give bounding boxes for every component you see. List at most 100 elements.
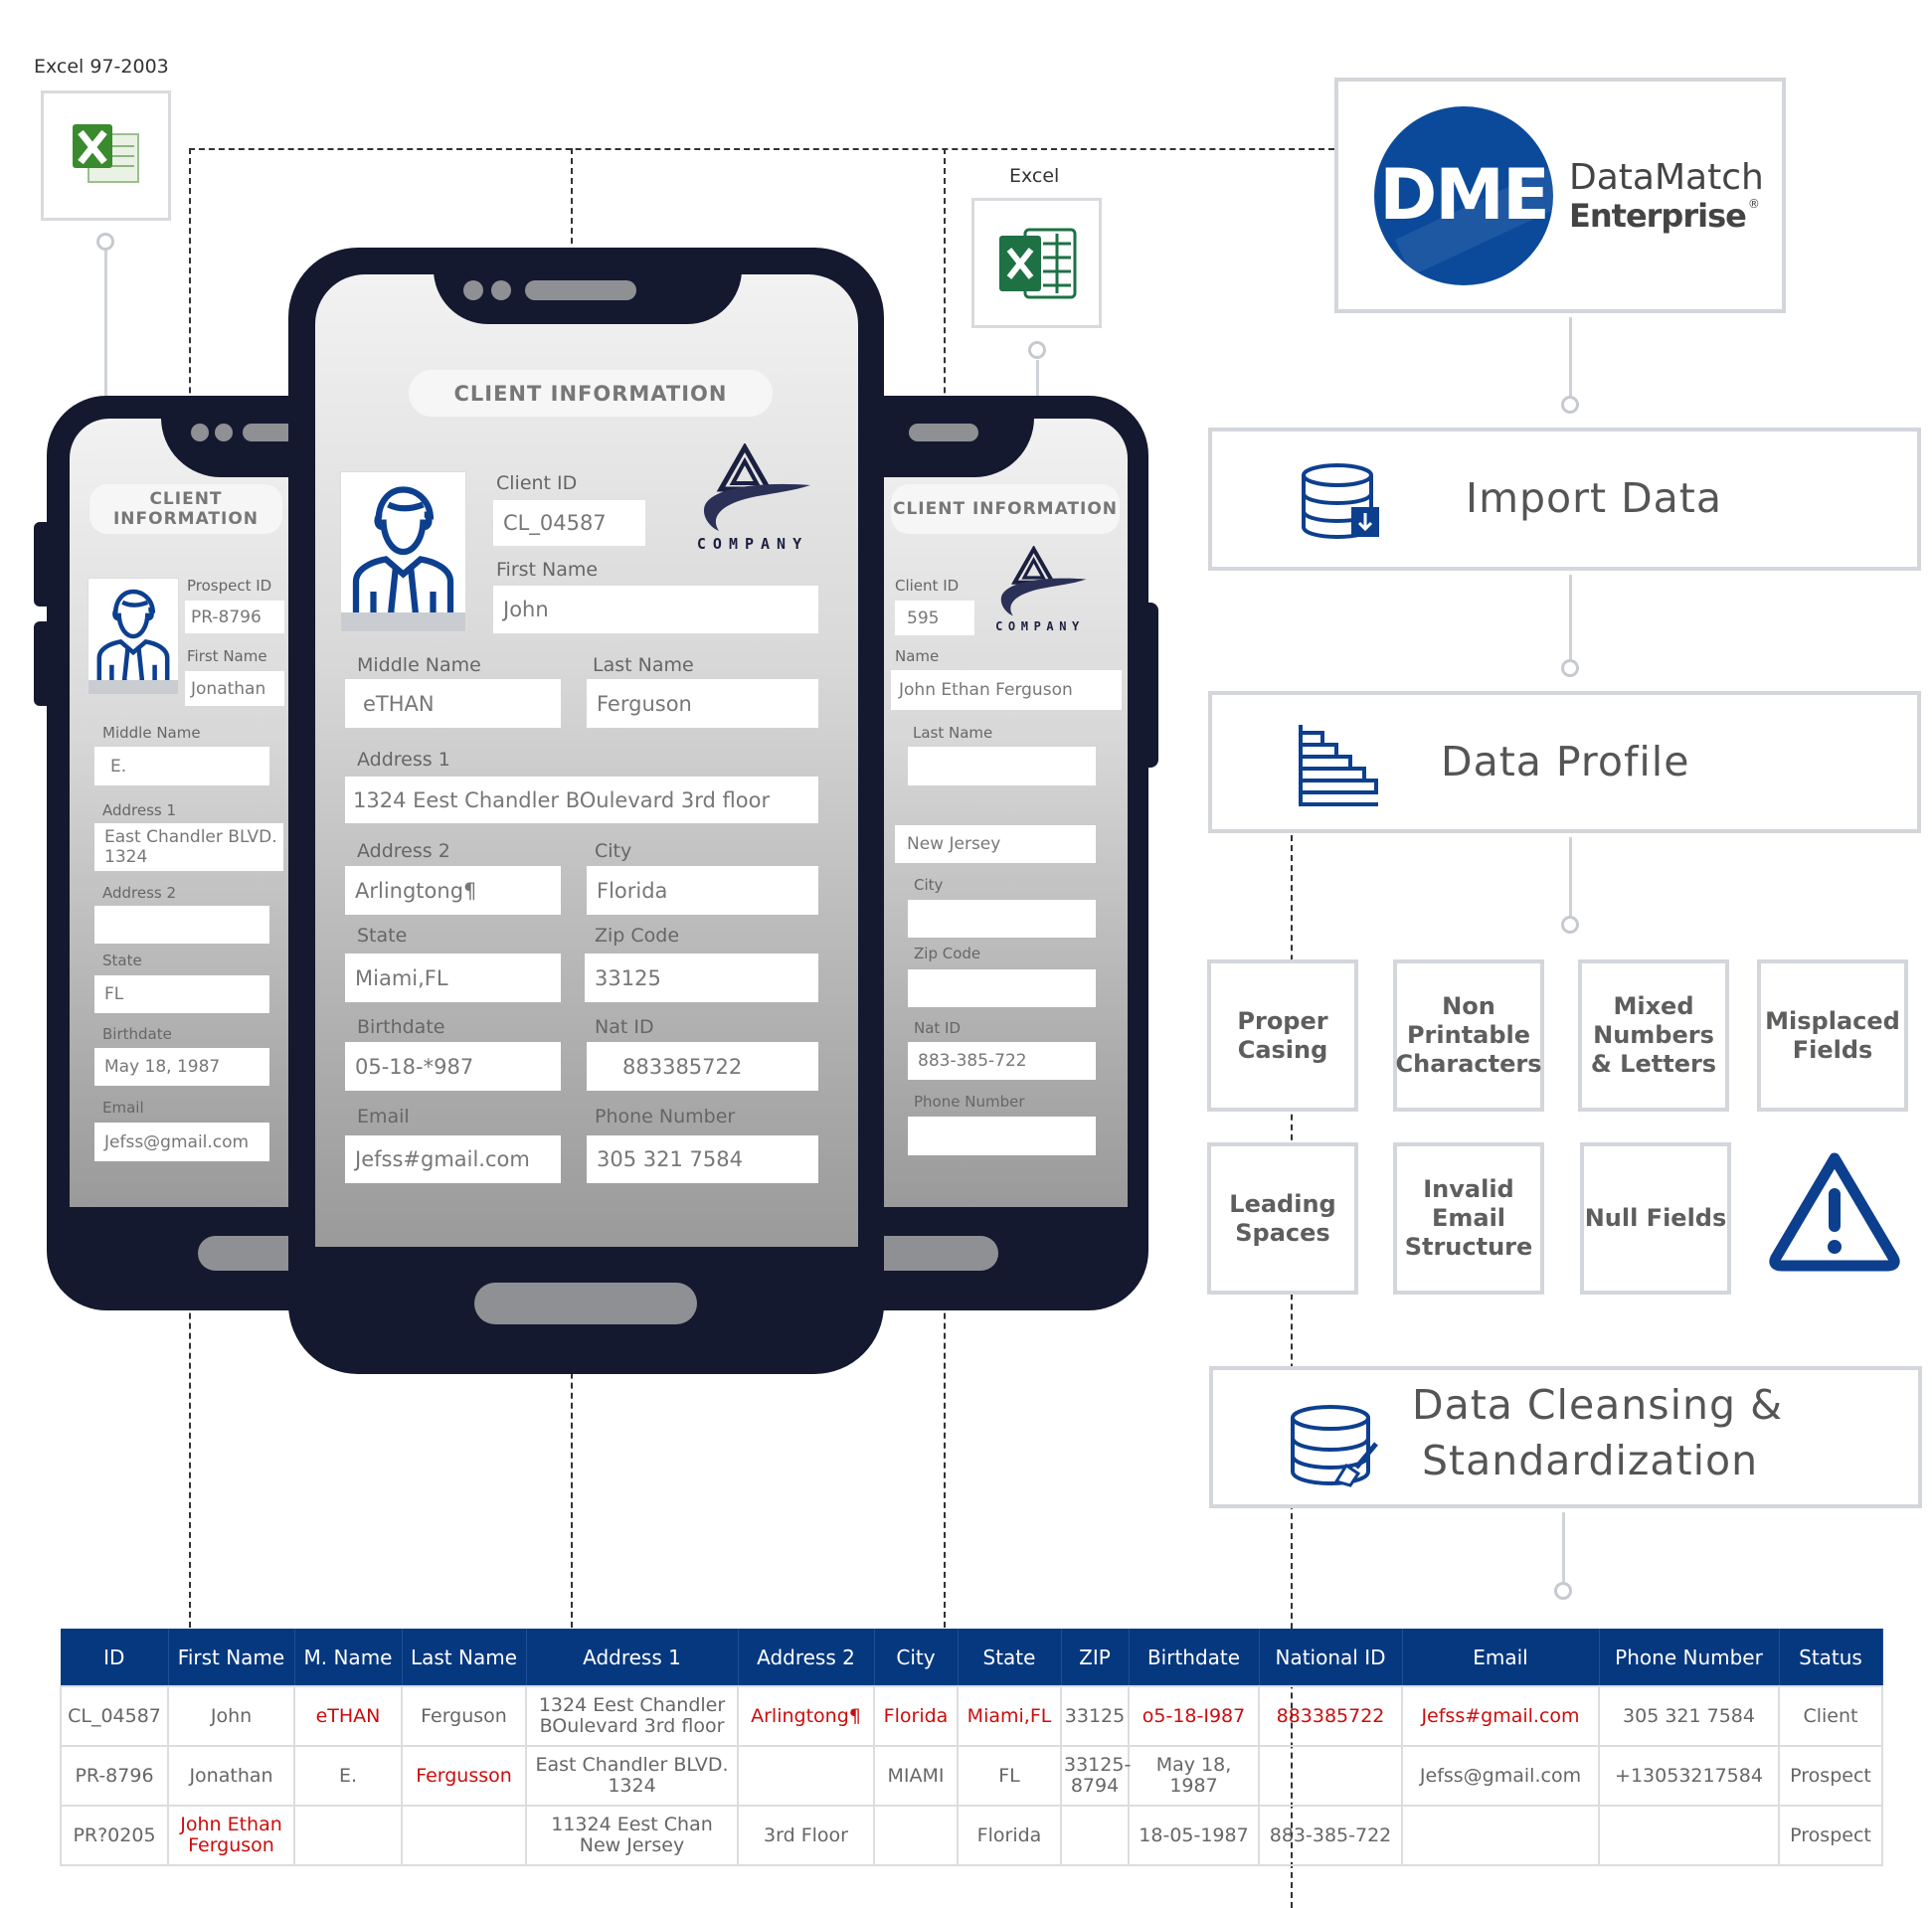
- column-header[interactable]: Address 2: [738, 1629, 875, 1686]
- issue-invalid-email[interactable]: Invalid Email Structure: [1393, 1142, 1544, 1295]
- client2-field-input[interactable]: [908, 1117, 1096, 1155]
- issue-misplaced-fields[interactable]: Misplaced Fields: [1757, 959, 1908, 1112]
- connector-dot: [1561, 916, 1579, 934]
- prospect-field-input[interactable]: [94, 906, 269, 944]
- column-header[interactable]: National ID: [1259, 1629, 1403, 1686]
- client-field-input[interactable]: Ferguson: [587, 679, 818, 728]
- client-field-input[interactable]: Arlingtong¶: [345, 866, 561, 915]
- column-header[interactable]: First Name: [168, 1629, 295, 1686]
- prospect-field-label: Email: [102, 1099, 144, 1117]
- connector: [1569, 575, 1572, 660]
- client-field-input[interactable]: CL_04587: [493, 500, 645, 546]
- client-field-input[interactable]: Jefss#gmail.com: [345, 1135, 561, 1183]
- step-import-label: Import Data: [1466, 474, 1723, 522]
- company-logo: COMPANY: [992, 545, 1088, 641]
- client2-field-input[interactable]: [908, 969, 1096, 1007]
- issue-proper-casing[interactable]: Proper Casing: [1207, 959, 1358, 1112]
- column-header[interactable]: ZIP: [1061, 1629, 1130, 1686]
- column-header[interactable]: Last Name: [402, 1629, 527, 1686]
- table-cell: [1401, 1805, 1600, 1866]
- client-field-input[interactable]: Miami,FL: [345, 954, 561, 1002]
- table-cell: East Chandler BLVD. 1324: [525, 1745, 739, 1807]
- table-cell: CL_04587: [60, 1685, 169, 1747]
- client2-field-input[interactable]: John Ethan Ferguson: [891, 670, 1122, 710]
- excel-file[interactable]: [971, 198, 1102, 328]
- client-field-input[interactable]: John: [493, 586, 818, 633]
- client-field-input[interactable]: 1324 Eest Chandler BOulevard 3rd floor: [345, 777, 818, 823]
- column-header[interactable]: Birthdate: [1129, 1629, 1260, 1686]
- table-cell: [737, 1745, 875, 1807]
- column-header[interactable]: ID: [61, 1629, 169, 1686]
- column-header[interactable]: Email: [1402, 1629, 1600, 1686]
- issue-leading-spaces[interactable]: Leading Spaces: [1207, 1142, 1358, 1295]
- client-field-input[interactable]: 33125: [585, 954, 818, 1002]
- prospect-field-input[interactable]: May 18, 1987: [94, 1048, 269, 1086]
- table-cell: Miami,FL: [957, 1685, 1062, 1747]
- table-cell: +13053217584: [1598, 1745, 1780, 1807]
- prospect-field-input[interactable]: Jefss@gmail.com: [94, 1123, 269, 1161]
- table-cell: Jonathan: [167, 1745, 295, 1807]
- client-field-input[interactable]: eTHAN: [345, 679, 561, 728]
- step-data-cleansing[interactable]: Data Cleansing & Standardization: [1209, 1366, 1922, 1508]
- client-field-input[interactable]: 305 321 7584: [587, 1135, 818, 1183]
- client-field-input[interactable]: Florida: [587, 866, 818, 915]
- table-cell: John Ethan Ferguson: [167, 1805, 295, 1866]
- prospect-field-label: Middle Name: [102, 724, 201, 742]
- screen-title: CLIENT INFORMATION: [409, 370, 773, 417]
- issue-non-printable[interactable]: Non Printable Characters: [1393, 959, 1544, 1112]
- prospect-field-label: Birthdate: [102, 1025, 172, 1043]
- connector-dot: [96, 233, 114, 251]
- column-header[interactable]: Status: [1779, 1629, 1883, 1686]
- table-cell: Client: [1778, 1685, 1883, 1747]
- client-field-input[interactable]: 883385722: [587, 1042, 818, 1091]
- prospect-field-label: Address 1: [102, 801, 177, 819]
- column-header[interactable]: Address 1: [526, 1629, 739, 1686]
- client2-field-input[interactable]: [908, 747, 1096, 785]
- excel-97-label: Excel 97-2003: [34, 56, 169, 78]
- column-header[interactable]: M. Name: [294, 1629, 403, 1686]
- client2-field-input[interactable]: 595: [895, 601, 974, 635]
- table-cell: Jefss@gmail.com: [1401, 1745, 1600, 1807]
- prospect-field-input[interactable]: FL: [94, 975, 269, 1013]
- database-import-icon: [1302, 463, 1379, 540]
- avatar: [340, 471, 466, 632]
- dme-name-line2: Enterprise: [1569, 197, 1747, 235]
- issue-null-fields[interactable]: Null Fields: [1580, 1142, 1731, 1295]
- prospect-field-input[interactable]: E.: [94, 747, 269, 785]
- prospect-field-input[interactable]: East Chandler BLVD. 1324: [94, 823, 283, 871]
- table-cell: 33125: [1060, 1685, 1130, 1747]
- prospect-field-input[interactable]: Jonathan: [185, 671, 284, 706]
- client-field-input[interactable]: 05-18-*987: [345, 1042, 561, 1091]
- connector: [1569, 837, 1572, 917]
- prospect-field-input[interactable]: PR-8796: [185, 601, 284, 633]
- table-cell: 305 321 7584: [1598, 1685, 1780, 1747]
- table-cell: 883-385-722: [1258, 1805, 1403, 1866]
- issue-mixed-numbers-letters[interactable]: Mixed Numbers & Letters: [1578, 959, 1729, 1112]
- dme-name-line2-wrap: Enterprise®: [1569, 197, 1760, 235]
- client-field-label: Zip Code: [595, 925, 680, 947]
- client2-field-label: City: [914, 876, 944, 894]
- prospect-field-label: Address 2: [102, 884, 177, 902]
- step-import-data[interactable]: Import Data: [1208, 428, 1921, 571]
- table-cell: PR-8796: [60, 1745, 169, 1807]
- excel-97-file[interactable]: [41, 90, 171, 221]
- prospect-field-label: State: [102, 952, 142, 969]
- column-header[interactable]: Phone Number: [1599, 1629, 1780, 1686]
- client-field-label: Phone Number: [595, 1106, 736, 1127]
- dme-name-line1: DataMatch: [1569, 157, 1764, 198]
- table-cell: [1598, 1805, 1780, 1866]
- phone-notch: [434, 274, 742, 324]
- column-header[interactable]: State: [958, 1629, 1062, 1686]
- step-data-profile[interactable]: Data Profile: [1208, 691, 1921, 833]
- warning-icon: [1769, 1152, 1900, 1272]
- home-button[interactable]: [474, 1283, 697, 1324]
- client2-field-input[interactable]: New Jersey: [895, 825, 1096, 863]
- column-header[interactable]: City: [874, 1629, 959, 1686]
- client-field-label: Birthdate: [357, 1016, 445, 1038]
- table-cell: Arlingtong¶: [737, 1685, 875, 1747]
- client2-field-input[interactable]: [908, 900, 1096, 938]
- client2-field-input[interactable]: 883-385-722: [908, 1042, 1096, 1080]
